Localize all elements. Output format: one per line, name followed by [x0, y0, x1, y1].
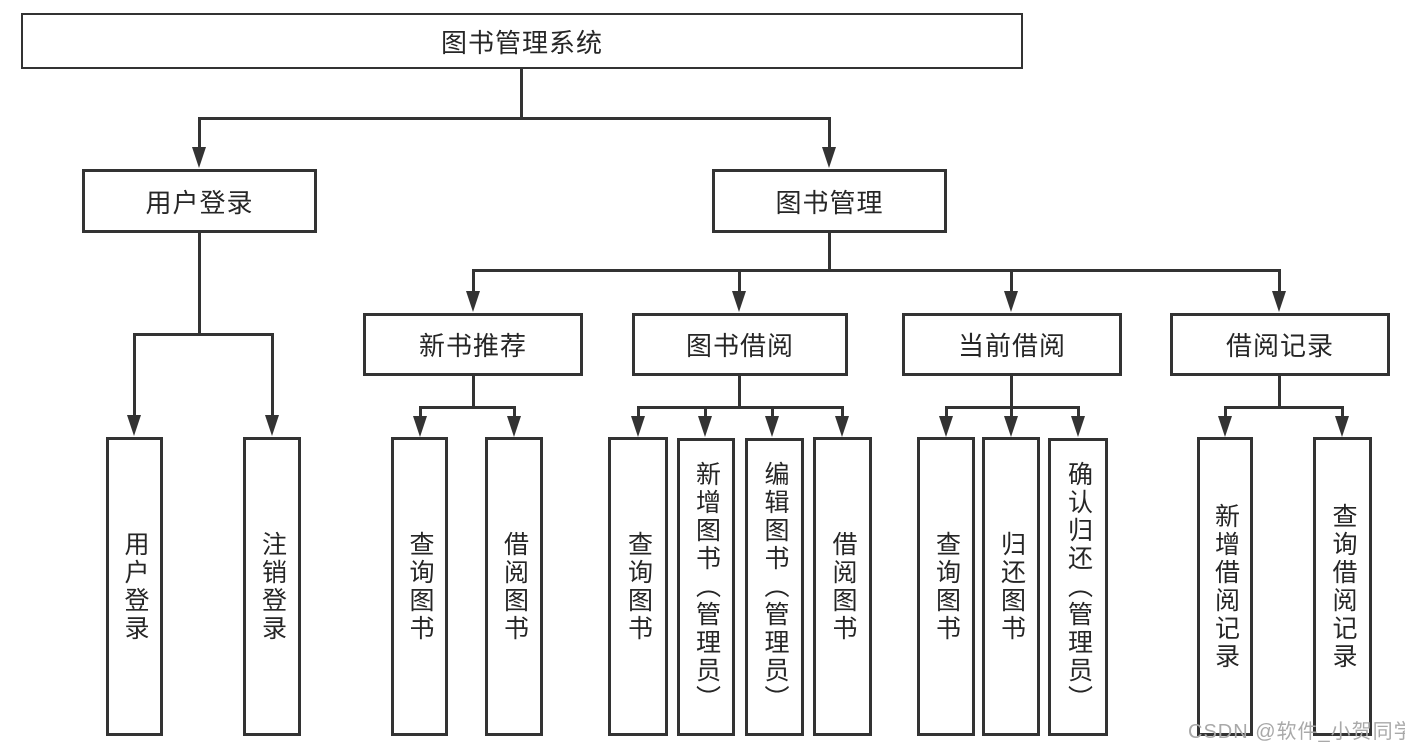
node-label: 查询图书: [406, 530, 434, 643]
node-label: 借阅图书: [829, 530, 857, 643]
node-label: 查询借阅记录: [1329, 502, 1357, 671]
connector-borrowing-branch: [637, 406, 843, 409]
leaf-borrow-books-recommend: 借阅图书: [485, 437, 543, 736]
leaf-add-borrow-record: 新增借阅记录: [1197, 437, 1253, 736]
arrow-down-icon: [413, 416, 427, 437]
connector-leaf-stem: [419, 406, 422, 419]
arrow-down-icon: [1272, 291, 1286, 312]
connector-current-drop: [1010, 374, 1013, 409]
connector-user-login-drop: [198, 231, 201, 336]
arrow-down-icon: [1335, 416, 1349, 437]
leaf-query-borrow-record: 查询借阅记录: [1313, 437, 1372, 736]
node-book-management: 图书管理: [712, 169, 947, 233]
leaf-query-books-current: 查询图书: [917, 437, 975, 736]
connector-book-mgmt-drop: [828, 231, 831, 272]
arrow-down-icon: [192, 147, 206, 168]
connector-level3-stem: [472, 269, 475, 294]
connector-leaf-stem: [841, 406, 844, 419]
arrow-down-icon: [765, 416, 779, 437]
arrow-down-icon: [631, 416, 645, 437]
connector-level2-branch: [198, 117, 831, 120]
connector-leaf-stem: [133, 333, 136, 417]
arrow-down-icon: [822, 147, 836, 168]
connector-records-drop: [1278, 374, 1281, 409]
leaf-return-books: 归还图书: [982, 437, 1040, 736]
connector-leaf-stem: [1077, 406, 1080, 419]
connector-book-mgmt-stem: [828, 117, 831, 149]
node-label: 注销登录: [258, 530, 287, 643]
connector-leaf-stem: [513, 406, 516, 419]
node-label: 用户登录: [121, 530, 149, 643]
leaf-user-login: 用户登录: [106, 437, 163, 736]
leaf-query-books-borrowing: 查询图书: [608, 437, 668, 736]
node-label: 新增借阅记录: [1211, 502, 1240, 671]
connector-level3-stem: [738, 269, 741, 294]
node-new-book-recommend: 新书推荐: [363, 313, 583, 376]
node-label: 借阅图书: [500, 530, 529, 643]
connector-recommend-drop: [472, 374, 475, 409]
arrow-down-icon: [265, 415, 279, 436]
connector-leaf-stem: [1010, 406, 1013, 419]
connector-recommend-branch: [419, 406, 516, 409]
arrow-down-icon: [732, 291, 746, 312]
connector-root-drop: [520, 67, 523, 119]
connector-level3-stem: [1278, 269, 1281, 294]
arrow-down-icon: [1071, 416, 1085, 437]
connector-level3-branch: [472, 269, 1281, 272]
node-label: 新书推荐: [418, 331, 527, 361]
connector-leaf-stem: [1224, 406, 1227, 419]
node-label: 图书借阅: [685, 331, 794, 361]
arrow-down-icon: [1004, 291, 1018, 312]
arrow-down-icon: [1218, 416, 1232, 437]
node-label: 当前借阅: [957, 331, 1066, 361]
node-label: 用户登录: [145, 187, 254, 218]
leaf-edit-book-admin: 编辑图书（管理员）: [745, 438, 804, 736]
arrow-down-icon: [939, 416, 953, 437]
connector-borrowing-drop: [738, 374, 741, 409]
connector-leaf-stem: [637, 406, 640, 419]
node-library-system: 图书管理系统: [21, 13, 1023, 69]
node-current-borrowing: 当前借阅: [902, 313, 1122, 376]
csdn-watermark: CSDN @软件_小贺同学: [1188, 721, 1405, 743]
leaf-confirm-return-admin: 确认归还（管理员）: [1048, 438, 1108, 736]
node-label: 归还图书: [997, 530, 1026, 643]
arrow-down-icon: [1004, 416, 1018, 437]
leaf-query-books-recommend: 查询图书: [391, 437, 448, 736]
connector-leaf-stem: [271, 333, 274, 417]
node-label: 编辑图书（管理员）: [761, 461, 789, 713]
leaf-borrow-books-borrowing: 借阅图书: [813, 437, 872, 736]
connector-leaf-stem: [771, 406, 774, 419]
node-label: 图书管理: [775, 187, 884, 218]
arrow-down-icon: [698, 416, 712, 437]
arrow-down-icon: [466, 291, 480, 312]
node-borrow-records: 借阅记录: [1170, 313, 1390, 376]
connector-leaf-stem: [945, 406, 948, 419]
connector-user-login-stem: [198, 117, 201, 149]
connector-leaf-stem: [1341, 406, 1344, 419]
node-label: 确认归还（管理员）: [1064, 461, 1093, 713]
node-user-login: 用户登录: [82, 169, 317, 233]
arrow-down-icon: [127, 415, 141, 436]
arrow-down-icon: [835, 416, 849, 437]
leaf-logout: 注销登录: [243, 437, 301, 736]
node-label: 查询图书: [932, 530, 961, 643]
leaf-add-book-admin: 新增图书（管理员）: [677, 438, 735, 736]
node-label: 借阅记录: [1225, 331, 1334, 361]
node-label: 图书管理系统: [440, 27, 603, 58]
node-label: 新增图书（管理员）: [692, 461, 721, 713]
arrow-down-icon: [507, 416, 521, 437]
node-label: 查询图书: [624, 530, 653, 643]
connector-records-branch: [1224, 406, 1344, 409]
connector-leaf-stem: [704, 406, 707, 419]
node-book-borrowing: 图书借阅: [632, 313, 848, 376]
connector-user-login-branch: [133, 333, 273, 336]
connector-level3-stem: [1010, 269, 1013, 294]
